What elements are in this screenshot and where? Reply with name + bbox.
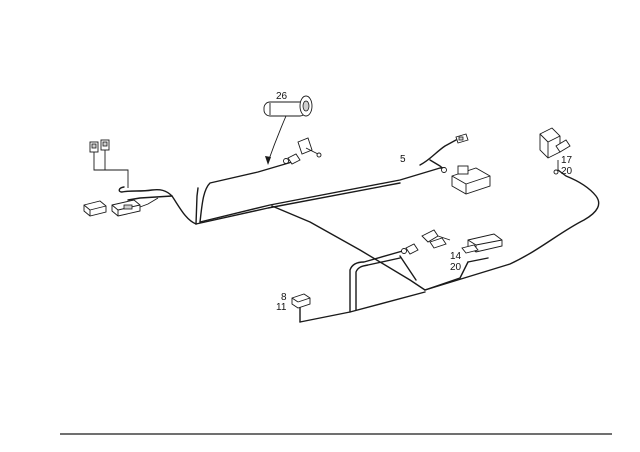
connector-left-b [111,199,141,217]
part-26-sleeve [263,95,313,117]
clip-left-2 [100,139,110,151]
clip-left-1 [89,141,99,153]
connector-part-5 [455,133,469,144]
arrow-icon [265,115,287,165]
callout-20-bottom: 20 [450,262,462,273]
callout-5: 5 [400,154,406,165]
callout-14: 14 [450,251,462,262]
callout-17: 17 [561,155,573,166]
branch-to-part-5 [419,139,457,171]
bulb-connector-mid [401,243,419,255]
lower-branch [271,169,600,323]
part-8-block [291,293,311,309]
callout-8: 8 [281,292,287,303]
relay-box [441,165,491,195]
part-14-plug [461,233,503,254]
callout-11: 11 [276,302,287,313]
connector-left-a [83,200,107,217]
main-harness-trunk [195,161,446,225]
left-branch [93,150,197,225]
part-17-switch [539,127,571,175]
callout-26: 26 [276,91,288,102]
bracket-connector-top [297,137,322,158]
clip-connector-mid [421,229,451,249]
bulb-connector-top [283,153,301,165]
callout-20-top: 20 [561,166,573,177]
